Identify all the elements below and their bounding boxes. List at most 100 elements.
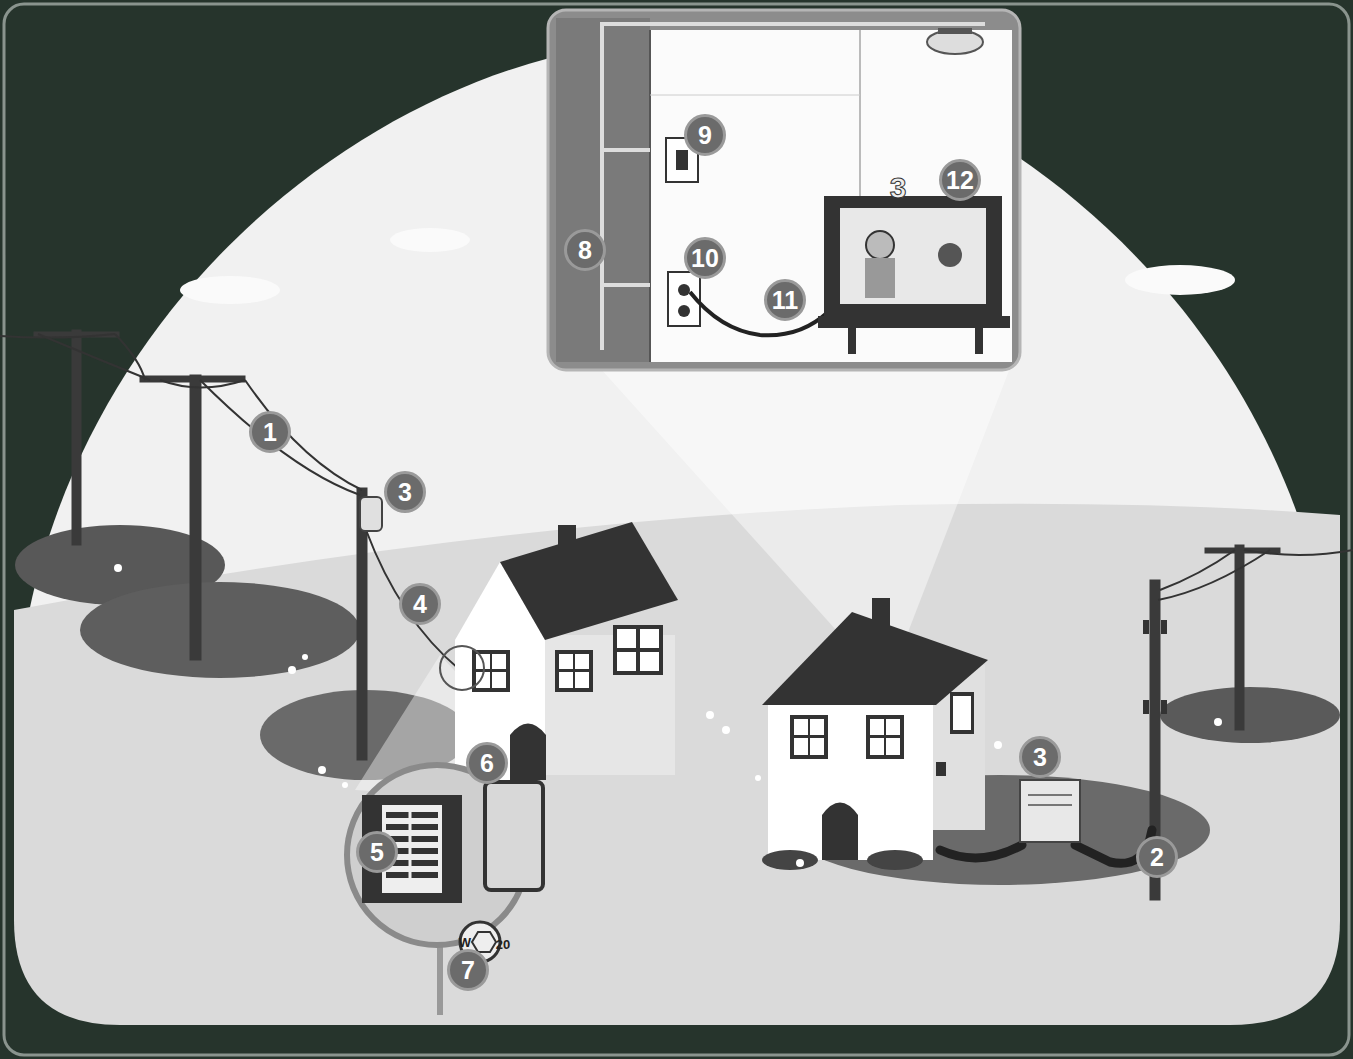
- house-right: [866, 715, 904, 759]
- flowers: [706, 711, 714, 719]
- house-left: [492, 672, 506, 688]
- callout-number: 8: [564, 229, 606, 271]
- house-right: [886, 719, 900, 735]
- room-inset: [690, 292, 828, 335]
- room-inset: [865, 258, 895, 298]
- room-inset: [938, 28, 972, 34]
- callout-number: 1: [249, 411, 291, 453]
- overhead-wires: [1160, 550, 1235, 590]
- room-inset: [548, 10, 1020, 370]
- room-inset: [818, 316, 1010, 328]
- meter-inset: [409, 805, 412, 893]
- room-inset: [602, 24, 985, 350]
- clouds: [1125, 265, 1235, 295]
- service-drop: [366, 530, 460, 670]
- house-left: [640, 652, 659, 671]
- room-inset: [676, 150, 688, 170]
- house-left: [613, 625, 663, 675]
- house-left: [575, 654, 589, 669]
- house-right: [867, 850, 923, 870]
- tree-shadows: [1160, 687, 1340, 743]
- tree-shadows: [15, 525, 1340, 885]
- callout-number: 7: [447, 949, 489, 991]
- callout-number: 3: [1019, 736, 1061, 778]
- pad-transformer: [1020, 780, 1080, 842]
- pole-transformer: [360, 497, 382, 531]
- callout-number: 2: [1136, 836, 1178, 878]
- room-inset: [866, 231, 894, 259]
- house-right: [936, 762, 946, 776]
- power-poles: [190, 375, 201, 660]
- room-inset: [824, 196, 1002, 316]
- house-left: [540, 635, 675, 775]
- house-right: [886, 738, 900, 755]
- power-poles: [1235, 545, 1244, 730]
- house-left: [555, 650, 593, 692]
- right-pole-insulators: [1143, 620, 1167, 714]
- callout-number: 11: [764, 279, 806, 321]
- power-poles: [34, 330, 1280, 900]
- power-poles: [72, 330, 81, 545]
- flowers: [318, 766, 326, 774]
- tree-shadows: [80, 582, 360, 678]
- house-left: [492, 654, 506, 669]
- room-inset: [649, 30, 651, 362]
- house-left: [559, 654, 573, 669]
- house-right: [794, 719, 808, 735]
- callout-number: 9: [684, 114, 726, 156]
- ground: [14, 504, 1340, 1025]
- meter-marking: 20: [496, 937, 510, 952]
- house-left: [440, 646, 484, 690]
- meter-inset: [386, 872, 438, 878]
- house-right: [810, 719, 824, 735]
- house-right: [872, 598, 890, 628]
- room-inset: [678, 305, 690, 317]
- house-right: [870, 719, 884, 735]
- screen-number: 3: [890, 171, 907, 205]
- meter-inset: [485, 782, 543, 890]
- flowers: [1214, 718, 1222, 726]
- house-left: [472, 650, 510, 692]
- flowers: [114, 564, 1222, 867]
- house-right: [953, 696, 971, 730]
- pole-transformer: [360, 497, 382, 531]
- meter-inset: [472, 932, 496, 952]
- house-left: [640, 629, 659, 648]
- flowers: [796, 859, 804, 867]
- house-right: [822, 803, 858, 861]
- right-pole-insulators: [1143, 620, 1149, 634]
- house-right: [762, 850, 818, 870]
- house-right: [790, 715, 828, 759]
- overhead-wires: [245, 380, 362, 490]
- ground: [14, 504, 1340, 1025]
- flowers: [994, 741, 1002, 749]
- right-pole-insulators: [1161, 620, 1167, 634]
- pad-transformer: [1028, 794, 1072, 796]
- service-drop: [366, 530, 460, 670]
- room-inset: [650, 95, 860, 96]
- house-left: [617, 652, 636, 671]
- room-inset: [840, 208, 986, 304]
- clouds: [180, 276, 280, 304]
- room-inset: [678, 284, 690, 296]
- clouds: [390, 228, 470, 252]
- flowers: [755, 775, 761, 781]
- room-inset: [938, 243, 962, 267]
- overhead-wires: [0, 334, 115, 338]
- overhead-wires: [1158, 550, 1270, 600]
- room-inset: [975, 328, 983, 354]
- house-left: [558, 525, 576, 551]
- underground-cable: [940, 845, 1022, 858]
- room-inset: [602, 150, 650, 285]
- callout-number: 6: [466, 742, 508, 784]
- room-inset: [548, 10, 1020, 370]
- overhead-wires: [38, 334, 150, 380]
- power-poles: [140, 376, 245, 382]
- pad-transformer: [1028, 804, 1072, 806]
- house-right: [810, 738, 824, 755]
- callout-number: 3: [384, 471, 426, 513]
- pad-transformer: [1020, 780, 1080, 842]
- house-right: [870, 738, 884, 755]
- flowers: [342, 782, 348, 788]
- flowers: [114, 564, 122, 572]
